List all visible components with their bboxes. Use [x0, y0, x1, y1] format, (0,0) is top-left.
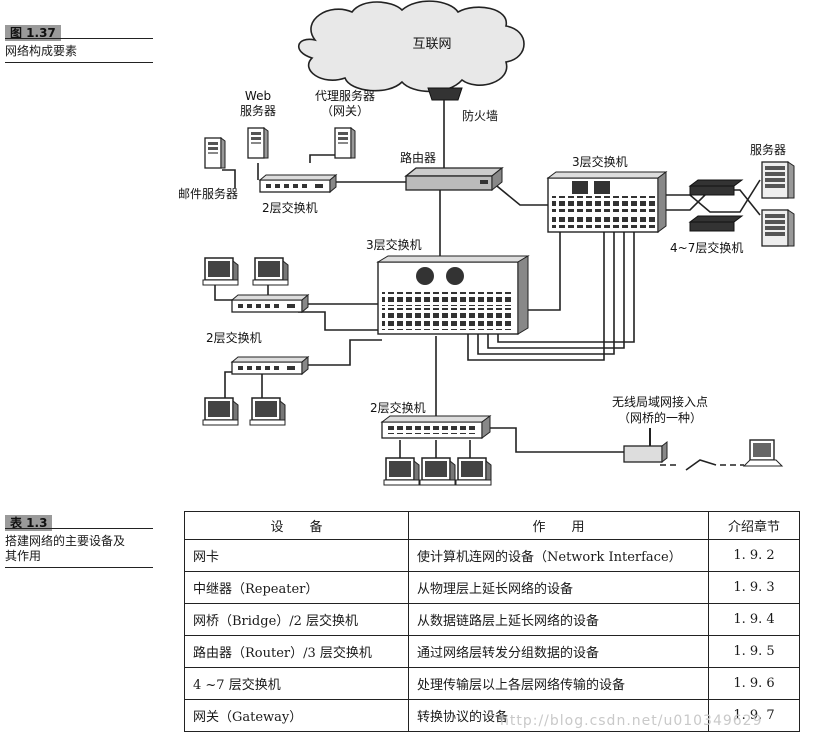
wap-label-2: （网桥的一种）: [618, 410, 702, 425]
firewall-label: 防火墙: [462, 108, 498, 123]
l2-switch-left-lower-device: [231, 356, 309, 375]
web-server-label-1: Web: [245, 89, 271, 103]
proxy-label-2: （网关）: [321, 104, 369, 118]
l3-switch-center-label: 3层交换机: [366, 237, 422, 252]
pc-icon: [202, 397, 239, 426]
web-server-device: [247, 127, 269, 159]
cell-device: 网卡: [184, 539, 409, 572]
proxy-label-1: 代理服务器: [315, 88, 375, 103]
server-device-2: [761, 209, 795, 247]
pc-icon: [383, 457, 420, 486]
figure-caption: 图 1.37 网络构成要素: [5, 22, 153, 63]
cell-role: 从数据链路层上延长网络的设备: [408, 603, 709, 636]
servers-label: 服务器: [750, 142, 786, 157]
table-row: 中继器（Repeater） 从物理层上延长网络的设备 1. 9. 3: [184, 571, 800, 604]
l2-switch-bottom-label: 2层交换机: [370, 400, 426, 415]
cell-role: 从物理层上延长网络的设备: [408, 571, 709, 604]
l2-switch-left-upper-device: [231, 294, 309, 313]
l2-switch-top-device: [259, 174, 337, 193]
l3-switch-right-device: [546, 171, 668, 233]
l47-switch-device: [688, 179, 744, 232]
table-header-row: 设 备 作 用 介绍章节: [184, 511, 800, 540]
laptop-icon: [742, 439, 784, 467]
router-device: [404, 166, 504, 192]
header-section: 介绍章节: [708, 511, 800, 540]
l2-switch-bottom-device: [380, 415, 492, 439]
cell-section: 1. 9. 6: [708, 667, 800, 700]
l3-switch-right-label: 3层交换机: [572, 154, 628, 169]
caption-rule: [5, 38, 153, 39]
firewall-device: [427, 87, 463, 101]
server-device-1: [761, 161, 795, 199]
table-caption-line1: 搭建网络的主要设备及: [5, 534, 126, 548]
figure-caption-text: 网络构成要素: [5, 44, 78, 58]
device-table: 设 备 作 用 介绍章节 网卡 使计算机连网的设备（Network Interf…: [184, 511, 800, 732]
table-row: 网桥（Bridge）/2 层交换机 从数据链路层上延长网络的设备 1. 9. 4: [184, 603, 800, 636]
watermark: http://blog.csdn.net/u010349629: [500, 713, 763, 729]
cell-role: 使计算机连网的设备（Network Interface）: [408, 539, 709, 572]
cell-device: 中继器（Repeater）: [184, 571, 409, 604]
cell-device: 4 ~7 层交换机: [184, 667, 409, 700]
pc-icon: [202, 257, 239, 286]
pc-icon: [249, 397, 286, 426]
cell-role: 转换协议的设备: [408, 699, 709, 732]
header-device: 设 备: [184, 511, 409, 540]
table-row: 网卡 使计算机连网的设备（Network Interface） 1. 9. 2: [184, 539, 800, 572]
cell-section: 1. 9. 5: [708, 635, 800, 668]
wireless-ap-device: [623, 428, 668, 464]
web-server-label-2: 服务器: [240, 103, 276, 118]
pc-icon: [252, 257, 289, 286]
mail-server-device: [204, 137, 226, 169]
internet-label: 互联网: [412, 37, 451, 52]
pc-icon: [455, 457, 492, 486]
internet-cloud: [298, 0, 525, 93]
wap-label-1: 无线局域网接入点: [612, 394, 708, 409]
l2-switch-top-label: 2层交换机: [262, 200, 318, 215]
cell-role: 处理传输层以上各层网络传输的设备: [408, 667, 709, 700]
cell-section: 1. 9. 3: [708, 571, 800, 604]
caption-rule: [5, 528, 153, 529]
header-role: 作 用: [408, 511, 709, 540]
table-caption: 表 1.3 搭建网络的主要设备及 其作用: [5, 512, 153, 568]
proxy-server-device: [334, 127, 356, 159]
network-diagram: 互联网 防火墙: [178, 0, 795, 486]
table-row: 4 ~7 层交换机 处理传输层以上各层网络传输的设备 1. 9. 6: [184, 667, 800, 700]
cell-section: 1. 9. 7: [708, 699, 800, 732]
table-row: 网关（Gateway） 转换协议的设备 1. 9. 7: [184, 699, 800, 732]
cell-device: 网关（Gateway）: [184, 699, 409, 732]
l2-switch-left-label: 2层交换机: [206, 330, 262, 345]
caption-rule: [5, 62, 153, 63]
cell-role: 通过网络层转发分组数据的设备: [408, 635, 709, 668]
figure-tag: 图 1.37: [5, 25, 61, 41]
mail-server-label: 邮件服务器: [178, 186, 238, 201]
cell-device: 网桥（Bridge）/2 层交换机: [184, 603, 409, 636]
cell-device: 路由器（Router）/3 层交换机: [184, 635, 409, 668]
pc-icon: [419, 457, 456, 486]
table-row: 路由器（Router）/3 层交换机 通过网络层转发分组数据的设备 1. 9. …: [184, 635, 800, 668]
l47-switch-label: 4~7层交换机: [670, 240, 743, 255]
cell-section: 1. 9. 4: [708, 603, 800, 636]
caption-rule: [5, 567, 153, 568]
cell-section: 1. 9. 2: [708, 539, 800, 572]
table-tag: 表 1.3: [5, 515, 53, 531]
l3-switch-center-device: [376, 255, 530, 335]
router-label: 路由器: [400, 150, 436, 165]
table-caption-line2: 其作用: [5, 549, 42, 563]
